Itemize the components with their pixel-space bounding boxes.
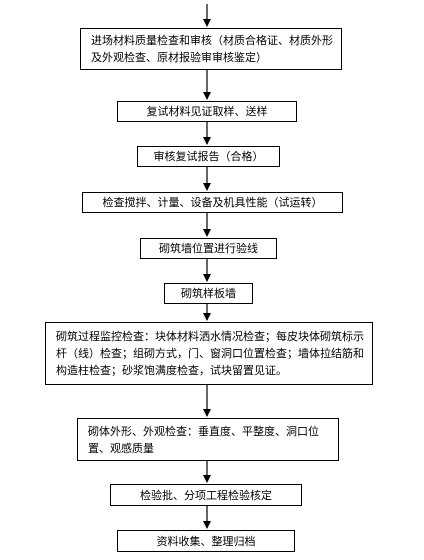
step-text: 检验批、分项工程检验核定 <box>140 488 272 502</box>
step-text: 砌筑墙位置进行验线 <box>159 242 258 255</box>
step-document-archiving: 资料收集、整理归档 <box>117 530 295 552</box>
step-masonry-process-monitoring: 砌筑过程监控检查：块体材料洒水情况检查；每皮块体砌筑标示杆（线）检查；组砌方式，… <box>45 322 373 385</box>
step-check-mixing-equipment: 检查搅拌、计量、设备及机具性能（试运转） <box>82 192 343 213</box>
step-text: 资料收集、整理归档 <box>156 534 256 548</box>
step-text: 进场材料质量检查和审核（材质合格证、材质外形及外观检查、原材报验审审核鉴定） <box>91 34 333 64</box>
step-text: 审核复试报告（合格） <box>153 150 264 163</box>
step-wall-position-survey: 砌筑墙位置进行验线 <box>140 238 277 259</box>
step-inspection-batch-verification: 检验批、分项工程检验核定 <box>110 484 302 506</box>
step-retest-sampling: 复试材料见证取样、送样 <box>117 101 297 122</box>
step-text: 砌筑过程监控检查：块体材料洒水情况检查；每皮块体砌筑标示杆（线）检查；组砌方式，… <box>56 330 364 377</box>
step-text: 复试材料见证取样、送样 <box>146 105 268 118</box>
step-text: 砌体外形、外观检查：垂直度、平整度、洞口位置、观感质量 <box>88 424 319 455</box>
step-material-inspection: 进场材料质量检查和审核（材质合格证、材质外形及外观检查、原材报验审审核鉴定） <box>80 28 342 70</box>
step-text: 检查搅拌、计量、设备及机具性能（试运转） <box>102 196 323 209</box>
step-text: 砌筑样板墙 <box>181 287 236 300</box>
step-review-retest-report: 审核复试报告（合格） <box>137 146 280 167</box>
step-masonry-appearance-check: 砌体外形、外观检查：垂直度、平整度、洞口位置、观感质量 <box>77 418 339 461</box>
step-sample-wall: 砌筑样板墙 <box>164 283 253 304</box>
